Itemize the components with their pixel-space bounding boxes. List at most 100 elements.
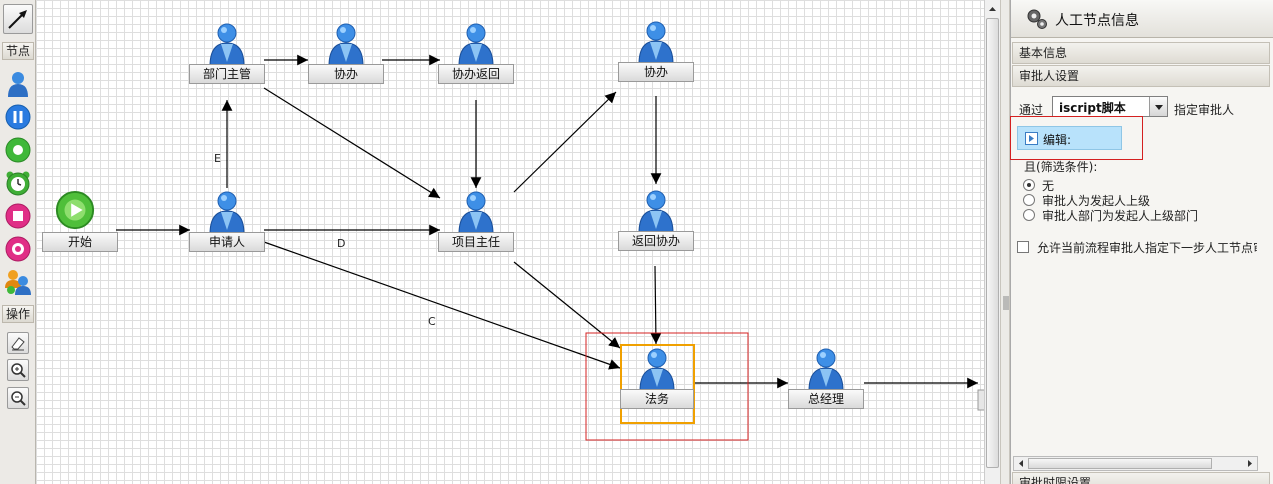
node-label: 开始 bbox=[42, 232, 118, 252]
next-node-stub[interactable] bbox=[977, 389, 984, 411]
node-assist-2[interactable]: 协办 bbox=[618, 20, 694, 84]
edit-script-icon bbox=[1025, 132, 1038, 145]
node-label: 返回协办 bbox=[618, 231, 694, 251]
panel-splitter[interactable] bbox=[1000, 0, 1010, 484]
eraser-icon bbox=[11, 337, 25, 351]
user-icon bbox=[638, 190, 674, 233]
subprocess-node-tool[interactable] bbox=[4, 235, 32, 263]
edge-returnassist-legal[interactable] bbox=[650, 265, 662, 345]
arrow-pointer-icon bbox=[8, 10, 27, 29]
multi-user-node-tool[interactable] bbox=[4, 268, 32, 296]
pause-node-icon bbox=[5, 104, 31, 130]
timer-node-tool[interactable] bbox=[4, 169, 32, 197]
flow-canvas[interactable]: E D C 开始 申请人 部门主管 协办 协办返回 bbox=[36, 0, 984, 484]
edit-highlight-box bbox=[1010, 116, 1143, 160]
node-assist-return[interactable]: 协办返回 bbox=[438, 22, 514, 86]
subprocess-node-icon bbox=[5, 236, 31, 262]
stop-node-tool[interactable] bbox=[4, 202, 32, 230]
panel-title: 人工节点信息 bbox=[1055, 13, 1139, 29]
stop-node-icon bbox=[5, 203, 31, 229]
node-label: 法务 bbox=[620, 389, 694, 409]
edge-label-d: D bbox=[337, 237, 346, 250]
edit-script-button[interactable]: 编辑: bbox=[1017, 126, 1122, 150]
zoom-in-icon bbox=[11, 363, 26, 378]
edit-label: 编辑: bbox=[1043, 133, 1072, 147]
user-icon bbox=[458, 23, 494, 66]
gear-icon bbox=[1027, 9, 1047, 29]
flow-edges bbox=[116, 54, 984, 441]
start-node-tool[interactable] bbox=[4, 136, 32, 164]
node-label: 部门主管 bbox=[189, 64, 265, 84]
highlight-red-box bbox=[585, 332, 749, 441]
filter-condition-label: 且(筛选条件): bbox=[1024, 160, 1098, 174]
zoom-out-tool[interactable] bbox=[7, 387, 29, 409]
node-start[interactable]: 开始 bbox=[42, 190, 118, 254]
pass-label: 通过 bbox=[1019, 103, 1044, 117]
radio-option-none[interactable] bbox=[1023, 179, 1035, 191]
approver-mode-select[interactable]: iscript脚本 bbox=[1052, 96, 1168, 117]
user-icon bbox=[458, 191, 494, 234]
scroll-right-arrow-icon[interactable] bbox=[1244, 457, 1256, 470]
pause-node-tool[interactable] bbox=[4, 103, 32, 131]
section-basic-info[interactable]: 基本信息 bbox=[1012, 42, 1270, 64]
timer-node-icon bbox=[6, 171, 30, 196]
section-approver-settings[interactable]: 审批人设置 bbox=[1012, 65, 1270, 87]
user-icon bbox=[639, 348, 675, 391]
scroll-up-arrow-icon[interactable] bbox=[985, 2, 1000, 17]
edge-lead-legal[interactable] bbox=[513, 261, 621, 349]
selected-node-outline bbox=[620, 344, 695, 424]
option-superior-label: 审批人为发起人上级 bbox=[1042, 194, 1151, 208]
node-label: 协办 bbox=[618, 62, 694, 82]
radio-option-superior[interactable] bbox=[1023, 194, 1035, 206]
zoom-in-tool[interactable] bbox=[7, 359, 29, 381]
option-none-label: 无 bbox=[1042, 179, 1055, 193]
select-arrow-tool[interactable] bbox=[3, 4, 33, 34]
allow-assign-next-checkbox[interactable] bbox=[1017, 241, 1029, 253]
option-superior-dept-label: 审批人部门为发起人上级部门 bbox=[1042, 209, 1199, 223]
node-applicant[interactable]: 申请人 bbox=[189, 190, 265, 254]
user-icon bbox=[808, 348, 844, 391]
user-node-tool[interactable] bbox=[4, 70, 32, 98]
left-toolbar: 节点 操作 bbox=[0, 0, 36, 484]
user-node-icon bbox=[8, 72, 28, 97]
eraser-tool[interactable] bbox=[7, 332, 29, 354]
user-icon bbox=[638, 21, 674, 64]
user-icon bbox=[328, 23, 364, 66]
zoom-out-icon bbox=[11, 391, 26, 406]
node-assist-1[interactable]: 协办 bbox=[308, 22, 384, 86]
panel-header: 人工节点信息 bbox=[1011, 0, 1273, 38]
edge-dept-lead[interactable] bbox=[263, 87, 441, 199]
node-label: 协办 bbox=[308, 64, 384, 84]
approver-mode-value: iscript脚本 bbox=[1059, 101, 1126, 115]
section-time-limit[interactable]: 审批时限设置 bbox=[1012, 472, 1270, 484]
node-return-assist[interactable]: 返回协办 bbox=[618, 189, 694, 253]
scroll-left-arrow-icon[interactable] bbox=[1015, 457, 1027, 470]
dropdown-button[interactable] bbox=[1149, 97, 1167, 116]
allow-assign-next-label: 允许当前流程审批人指定下一步人工节点审 bbox=[1037, 241, 1257, 255]
node-general-manager[interactable]: 总经理 bbox=[788, 347, 864, 411]
operations-section-label: 操作 bbox=[2, 305, 34, 323]
edge-label-e: E bbox=[214, 152, 221, 165]
node-legal[interactable]: 法务 bbox=[620, 347, 694, 411]
assign-approver-label: 指定审批人 bbox=[1174, 103, 1235, 117]
radio-option-superior-dept[interactable] bbox=[1023, 209, 1035, 221]
start-node-icon bbox=[5, 137, 31, 163]
scrollbar-thumb[interactable] bbox=[986, 18, 999, 468]
node-label: 申请人 bbox=[189, 232, 265, 252]
node-dept-manager[interactable]: 部门主管 bbox=[189, 22, 265, 86]
node-label: 协办返回 bbox=[438, 64, 514, 84]
edge-applicant-legal[interactable] bbox=[263, 241, 621, 370]
edge-label-c: C bbox=[428, 315, 436, 328]
user-icon bbox=[209, 191, 245, 234]
user-icon bbox=[209, 23, 245, 66]
nodes-section-label: 节点 bbox=[2, 42, 34, 60]
chevron-down-icon bbox=[1154, 104, 1163, 110]
canvas-vertical-scrollbar[interactable] bbox=[984, 0, 1000, 484]
edge-lead-assist2[interactable] bbox=[513, 91, 617, 193]
node-label: 项目主任 bbox=[438, 232, 514, 252]
panel-horizontal-scrollbar[interactable] bbox=[1013, 456, 1258, 471]
node-project-lead[interactable]: 项目主任 bbox=[438, 190, 514, 254]
start-node-icon bbox=[55, 190, 95, 230]
scrollbar-thumb[interactable] bbox=[1028, 458, 1212, 469]
